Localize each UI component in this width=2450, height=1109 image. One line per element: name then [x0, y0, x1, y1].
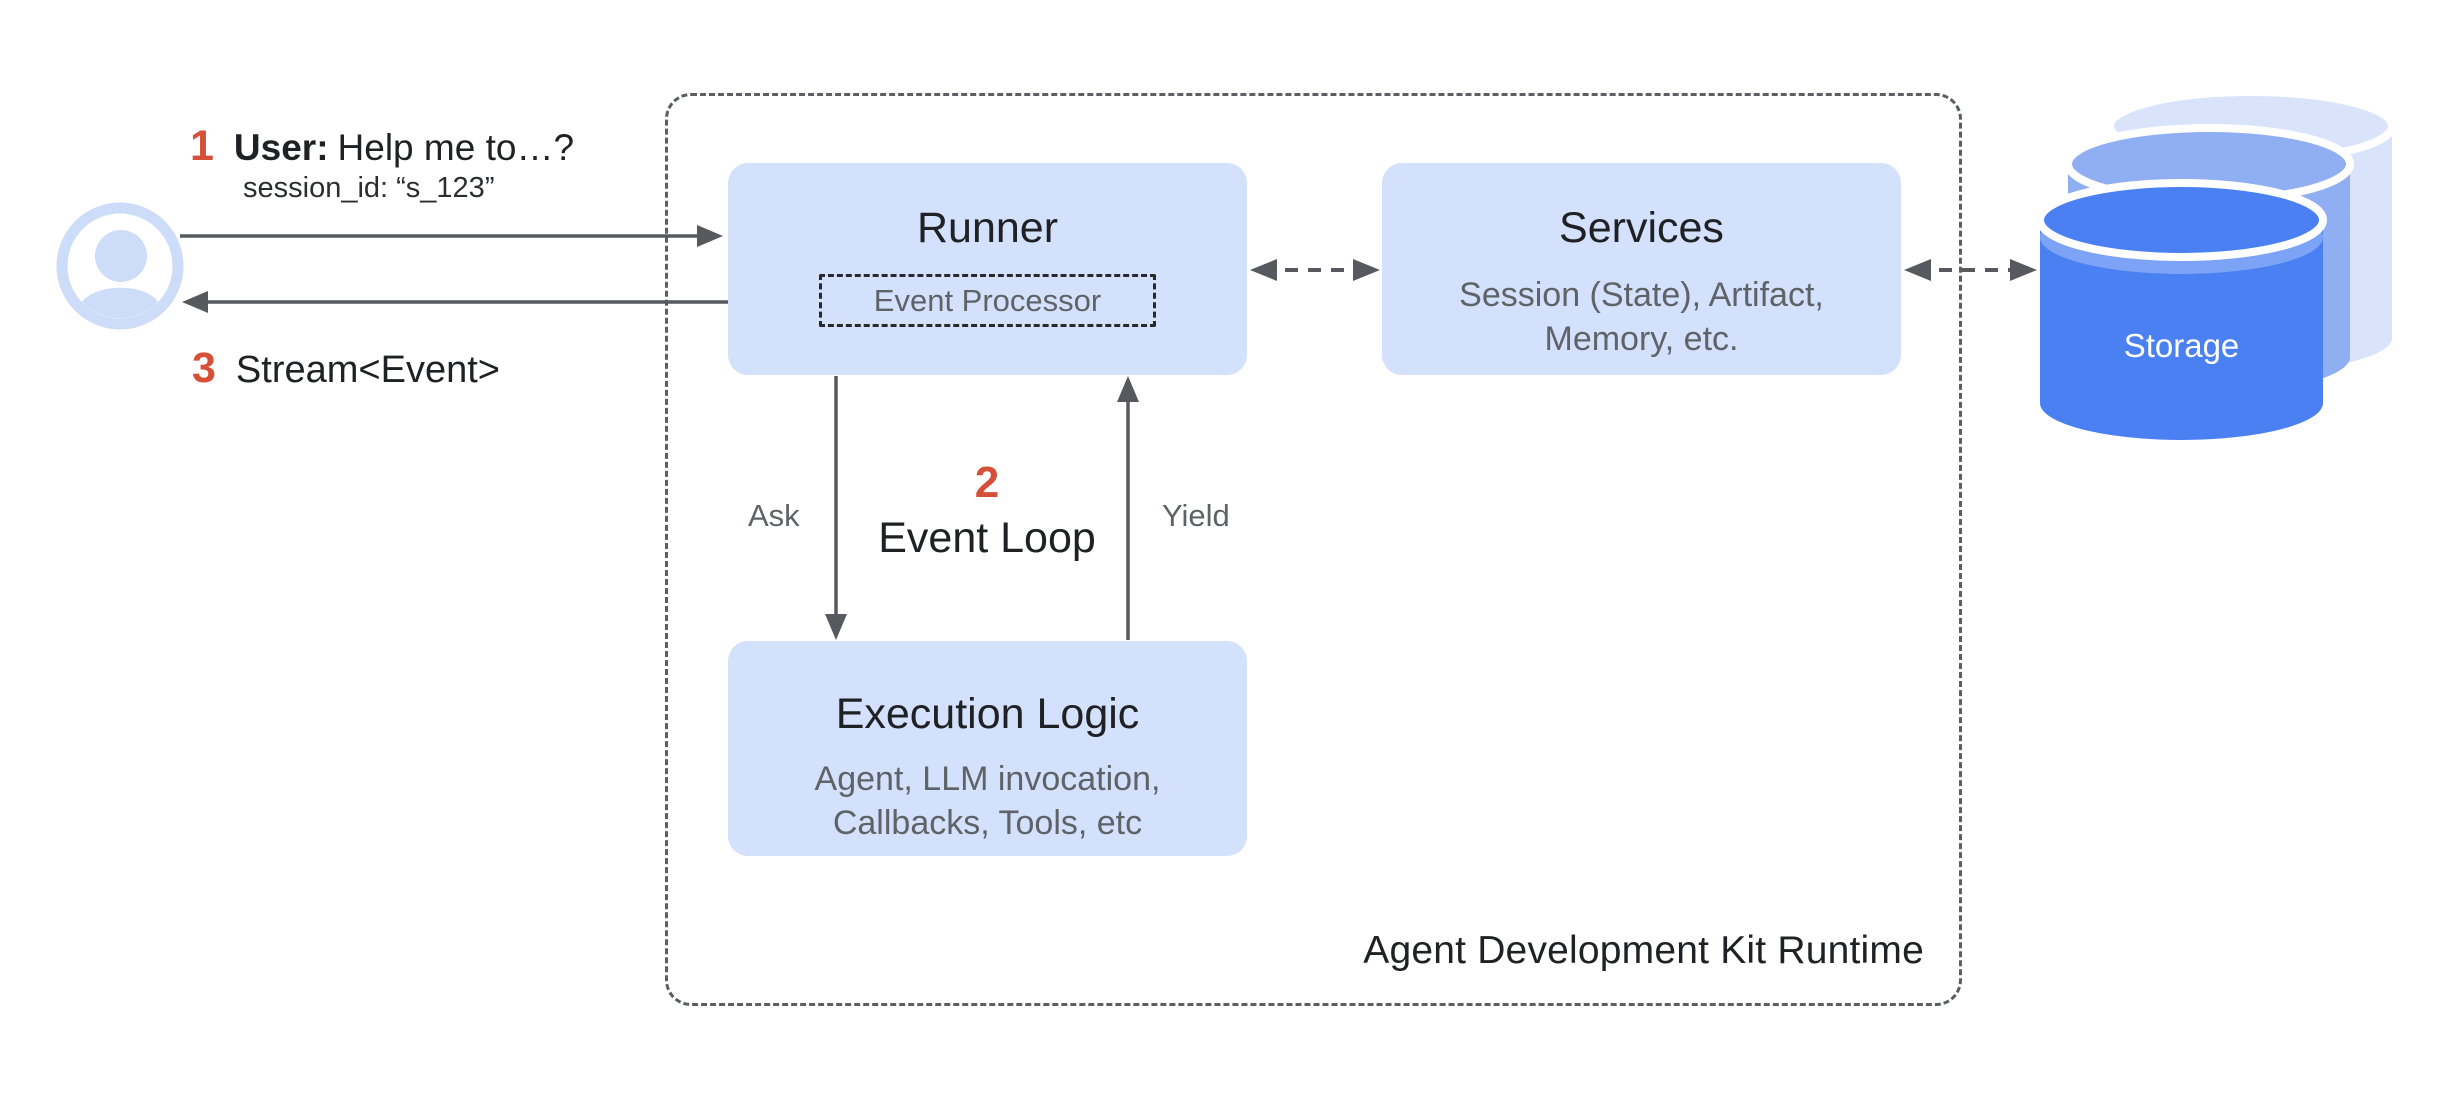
services-subtitle-line2: Memory, etc. — [1544, 320, 1739, 358]
step1-user-label: User: — [233, 127, 329, 168]
execution-subtitle-line1: Agent, LLM invocation, — [814, 760, 1161, 798]
session-id-label: session_id: “s_123” — [243, 172, 495, 204]
services-title: Services — [1559, 204, 1724, 252]
user-avatar-icon — [56, 202, 184, 330]
storage-label: Storage — [2124, 327, 2240, 364]
step3-text: Stream<Event> — [235, 349, 500, 391]
storage-database-icon: Storage — [2036, 88, 2396, 440]
step2-number: 2 — [974, 458, 1000, 507]
user-to-runner-arrow — [180, 225, 723, 247]
adk-runtime-boundary — [665, 93, 1962, 1006]
step3-stream-event: 3 Stream<Event> — [192, 344, 500, 393]
step1-message: Help me to…? — [337, 127, 575, 168]
event-loop-label: Event Loop — [878, 514, 1096, 562]
ask-label: Ask — [748, 498, 800, 533]
yield-label: Yield — [1162, 498, 1230, 533]
event-processor-label: Event Processor — [873, 282, 1102, 318]
runner-title: Runner — [916, 204, 1059, 252]
services-subtitle-line1: Session (State), Artifact, — [1459, 276, 1824, 314]
execution-logic-node: Execution Logic Agent, LLM invocation, C… — [728, 641, 1247, 856]
execution-logic-subtitle: Agent, LLM invocation, Callbacks, Tools,… — [815, 757, 1161, 845]
execution-logic-title: Execution Logic — [835, 690, 1140, 738]
step1-number: 1 — [190, 122, 214, 170]
execution-subtitle-line2: Callbacks, Tools, etc — [832, 804, 1143, 842]
event-processor-box: Event Processor — [819, 274, 1156, 327]
step1-text: User:Help me to…? — [234, 127, 574, 169]
services-subtitle: Session (State), Artifact, Memory, etc. — [1459, 273, 1824, 361]
adk-runtime-title: Agent Development Kit Runtime — [1363, 929, 1924, 972]
storage-cylinder-front — [2036, 179, 2327, 440]
runner-to-user-arrow — [182, 291, 728, 313]
step3-number: 3 — [192, 344, 216, 392]
services-node: Services Session (State), Artifact, Memo… — [1382, 163, 1901, 375]
runner-node: Runner Event Processor — [728, 163, 1247, 375]
step1-user-request: 1 User:Help me to…? — [190, 122, 574, 171]
